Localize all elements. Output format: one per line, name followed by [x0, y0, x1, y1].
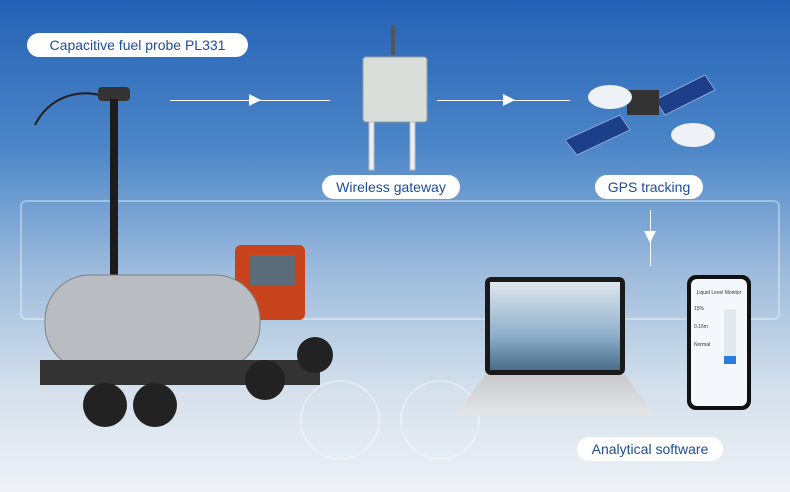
phone-level-height: 0.16m [694, 324, 708, 330]
phone-status: Normal [694, 342, 711, 348]
gps-label: GPS tracking [595, 175, 703, 199]
fuel-probe-image [34, 87, 130, 294]
phone-app-title: Liquid Level Monitor [696, 290, 742, 296]
phone-image: Liquid Level Monitor 15% 0.16m Normal [687, 275, 751, 410]
arrow-right-icon [503, 94, 515, 106]
arrow-right-icon [249, 94, 261, 106]
arrow-down-icon [644, 231, 656, 243]
background-wheel [400, 380, 480, 460]
background-wheel [300, 380, 380, 460]
phone-level-percent: 15% [694, 306, 705, 312]
wireless-gateway-image [362, 25, 428, 171]
phone-screen: Liquid Level Monitor 15% 0.16m Normal [691, 279, 747, 406]
laptop-image [485, 277, 625, 375]
probe-label: Capacitive fuel probe PL331 [27, 33, 248, 57]
gateway-label: Wireless gateway [322, 175, 460, 199]
laptop-screen [490, 282, 620, 370]
fuel-tanker-truck-image [40, 245, 333, 427]
background-tanker-outline [20, 200, 780, 320]
software-label: Analytical software [577, 437, 723, 461]
laptop-keyboard [455, 375, 655, 416]
gps-satellite-image [565, 75, 716, 156]
phone-level-gauge [724, 309, 736, 364]
